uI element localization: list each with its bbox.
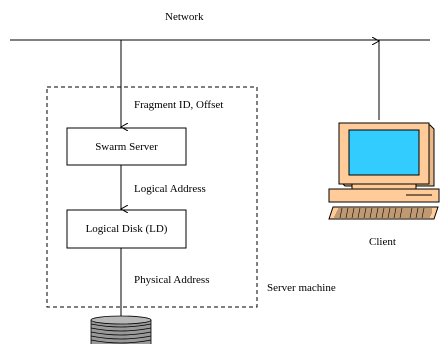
- server-machine-label: Server machine: [267, 282, 336, 294]
- computer-icon: [328, 122, 440, 220]
- server-machine-boundary: [46, 86, 258, 308]
- network-label: Network: [165, 11, 204, 23]
- swarm-server-label: Swarm Server: [95, 140, 158, 153]
- physical-address-label: Physical Address: [134, 274, 210, 286]
- fragment-id-offset-label: Fragment ID, Offset: [134, 99, 224, 111]
- logical-address-label: Logical Address: [134, 183, 206, 195]
- logical-disk-label: Logical Disk (LD): [85, 223, 168, 235]
- swarm-server-box: [66, 127, 187, 166]
- client-label: Client: [369, 236, 396, 248]
- disk-icon: [90, 315, 152, 344]
